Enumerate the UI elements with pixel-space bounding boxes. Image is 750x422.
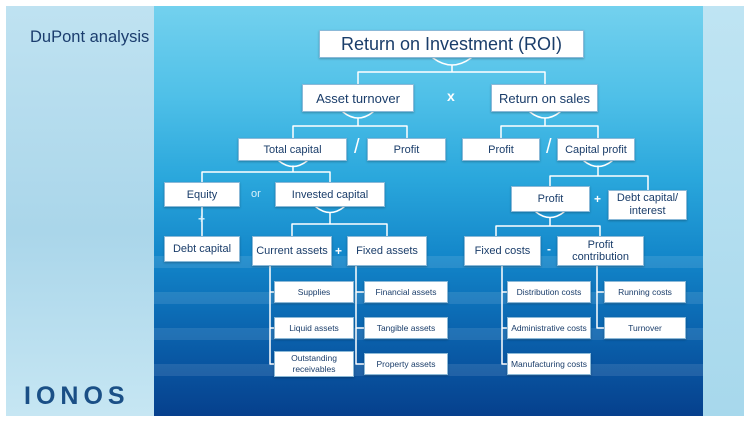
node-fixed-assets: Fixed assets <box>347 236 427 266</box>
connector <box>269 265 275 365</box>
connector <box>495 217 601 237</box>
node-roi: Return on Investment (ROI) <box>319 30 584 58</box>
node-manufacturing-costs: Manufacturing costs <box>507 353 591 375</box>
connector <box>596 265 605 329</box>
connector <box>201 165 331 183</box>
left-panel: DuPont analysis IONOS <box>6 6 154 416</box>
plus-operator: + <box>594 192 602 206</box>
node-equity: Equity <box>164 182 240 207</box>
node-running-costs: Running costs <box>604 281 686 303</box>
node-return-on-sales: Return on sales <box>491 84 598 112</box>
multiply-operator: x <box>447 88 455 104</box>
minus-operator: - <box>547 242 551 256</box>
right-panel <box>703 6 744 416</box>
node-current-assets: Current assets <box>252 236 332 266</box>
connector-bracket <box>432 57 472 66</box>
connector <box>549 165 649 191</box>
connector-bracket <box>315 206 345 214</box>
node-debt-capital-interest: Debt capital/ interest <box>608 190 687 220</box>
node-profit: Profit <box>462 138 540 161</box>
node-profit: Profit <box>367 138 446 161</box>
node-administrative-costs: Administrative costs <box>507 317 591 339</box>
node-tangible-assets: Tangible assets <box>364 317 448 339</box>
connector <box>292 117 408 139</box>
node-capital-profit: Capital profit <box>557 138 635 161</box>
node-profit: Profit <box>511 186 590 212</box>
ionos-logo: IONOS <box>24 382 130 410</box>
or-operator: or <box>251 188 261 200</box>
slide-title: DuPont analysis <box>30 28 150 46</box>
node-label-line: interest <box>629 205 666 217</box>
node-liquid-assets: Liquid assets <box>274 317 354 339</box>
node-invested-capital: Invested capital <box>275 182 385 207</box>
plus-operator: + <box>335 244 343 258</box>
node-turnover: Turnover <box>604 317 686 339</box>
divide-operator: / <box>354 136 360 158</box>
plus-operator: + <box>198 212 206 226</box>
connector-bracket <box>535 211 565 219</box>
node-label-line: Debt capital/ <box>616 192 679 204</box>
connector <box>355 265 365 365</box>
node-outstanding-receivables: Outstanding receivables <box>274 351 354 377</box>
node-profit-contribution: Profit contribution <box>557 236 644 266</box>
node-label-line: Outstanding <box>291 353 337 363</box>
node-distribution-costs: Distribution costs <box>507 281 591 303</box>
connector <box>357 65 546 85</box>
connector <box>500 117 599 139</box>
node-total-capital: Total capital <box>238 138 347 161</box>
connector-bracket <box>342 111 374 119</box>
node-supplies: Supplies <box>274 281 354 303</box>
divide-operator: / <box>546 136 552 158</box>
node-debt-capital: Debt capital <box>164 236 240 262</box>
connector <box>501 265 508 365</box>
connector-bracket <box>529 111 561 119</box>
node-asset-turnover: Asset turnover <box>302 84 414 112</box>
node-property-assets: Property assets <box>364 353 448 375</box>
connector <box>291 212 388 237</box>
node-financial-assets: Financial assets <box>364 281 448 303</box>
node-fixed-costs: Fixed costs <box>464 236 541 266</box>
node-label-line: receivables <box>292 364 336 374</box>
